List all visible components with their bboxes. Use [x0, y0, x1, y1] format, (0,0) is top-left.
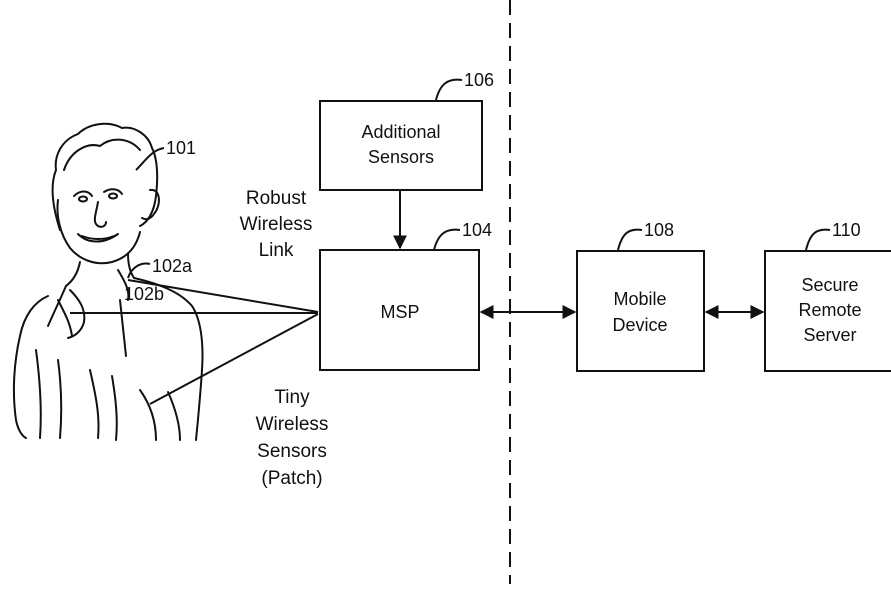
ref-106: 106 — [464, 70, 494, 90]
robust-link-line3: Link — [259, 240, 294, 261]
ref-106-leader — [436, 80, 462, 100]
robust-link-line2: Wireless — [240, 214, 313, 235]
tiny-sensors-line1: Tiny — [274, 387, 310, 408]
person-sketch-icon — [14, 124, 203, 440]
server-label-line1: Secure — [801, 275, 858, 295]
ref-104: 104 — [462, 220, 492, 240]
mobile-device-label-line1: Mobile — [613, 289, 666, 309]
ref-102b: 102b — [124, 284, 164, 304]
ref-108-leader — [618, 230, 642, 250]
additional-sensors-label-line2: Sensors — [368, 147, 434, 167]
ref-110-leader — [806, 230, 830, 250]
ref-101: 101 — [166, 138, 196, 158]
tiny-sensors-line2: Wireless — [256, 414, 329, 435]
ref-102a: 102a — [152, 256, 193, 276]
mobile-device-label-line2: Device — [612, 315, 667, 335]
ref-104-leader — [434, 230, 460, 250]
additional-sensors-box — [320, 101, 482, 190]
tiny-sensors-line4: (Patch) — [261, 468, 322, 489]
ref-102a-leader — [128, 264, 150, 278]
msp-label: MSP — [380, 302, 419, 322]
ref-110: 110 — [832, 220, 861, 240]
server-label-line2: Remote — [798, 300, 861, 320]
mobile-device-box — [577, 251, 704, 371]
ref-101-leader — [136, 148, 164, 170]
server-label-line3: Server — [803, 325, 856, 345]
robust-link-line1: Robust — [246, 188, 307, 209]
tiny-sensors-line3: Sensors — [257, 441, 327, 462]
additional-sensors-label-line1: Additional — [361, 122, 440, 142]
ref-108: 108 — [644, 220, 674, 240]
